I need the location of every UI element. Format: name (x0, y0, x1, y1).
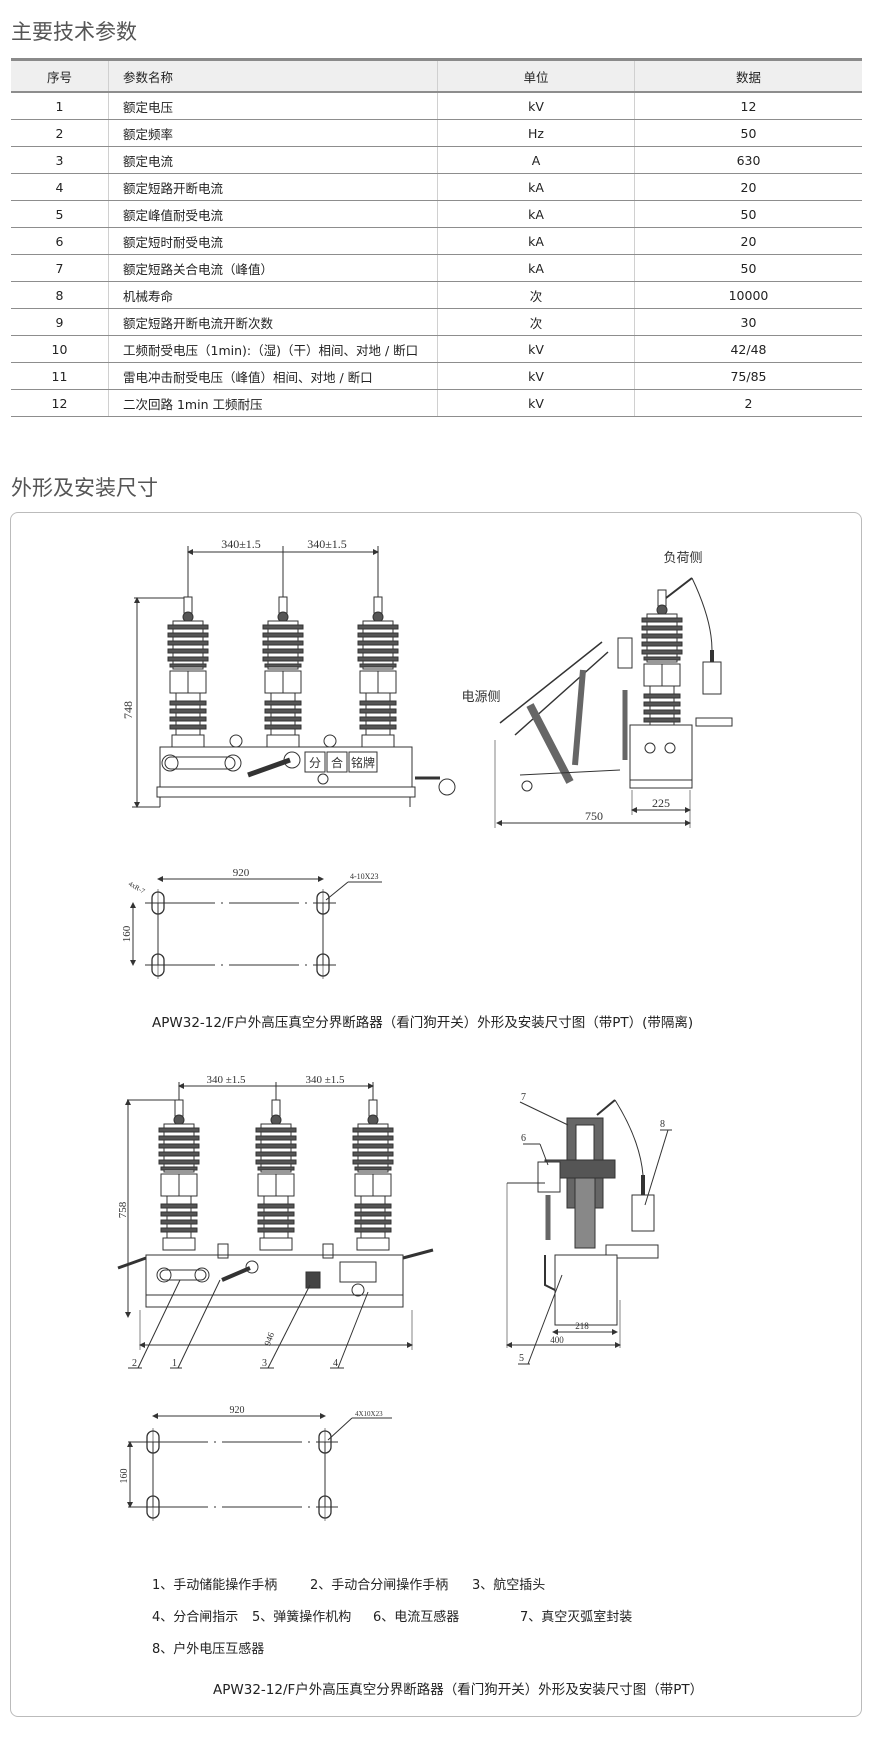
cell-index: 3 (11, 146, 109, 174)
cell-param: 额定电压 (108, 91, 438, 120)
cell-param: 额定短路关合电流（峰值） (108, 254, 438, 282)
legend-item-4: 4、分合闸指示 (152, 1610, 239, 1625)
section-title-specs: 主要技术参数 (11, 20, 137, 44)
cell-index: 6 (11, 227, 109, 255)
cell-unit: Hz (437, 119, 635, 147)
cell-param: 工频耐受电压（1min):（湿)（干）相间、对地 / 断口 (108, 335, 438, 363)
section-title-dimensions: 外形及安装尺寸 (11, 476, 158, 500)
cell-index: 9 (11, 308, 109, 336)
cell-value: 10000 (634, 281, 862, 309)
cell-value: 42/48 (634, 335, 862, 363)
header-value: 数据 (634, 59, 862, 92)
cell-unit: kV (437, 335, 635, 363)
cell-index: 4 (11, 173, 109, 201)
cell-index: 7 (11, 254, 109, 282)
cell-value: 20 (634, 173, 862, 201)
legend-item-2: 2、手动合分闸操作手柄 (310, 1578, 449, 1593)
cell-unit: 次 (437, 281, 635, 309)
cell-param: 额定峰值耐受电流 (108, 200, 438, 228)
cell-unit: kA (437, 173, 635, 201)
cell-param: 额定电流 (108, 146, 438, 174)
cell-value: 2 (634, 389, 862, 417)
cell-param: 机械寿命 (108, 281, 438, 309)
cell-index: 11 (11, 362, 109, 390)
cell-index: 5 (11, 200, 109, 228)
cell-param: 二次回路 1min 工频耐压 (108, 389, 438, 417)
cell-unit: kA (437, 254, 635, 282)
legend-item-1: 1、手动储能操作手柄 (152, 1578, 278, 1593)
header-param: 参数名称 (108, 59, 438, 92)
figure1-caption: APW32-12/F户外高压真空分界断路器（看门狗开关）外形及安装尺寸图（带PT… (152, 1015, 694, 1031)
header-unit: 单位 (437, 59, 635, 92)
cell-param: 额定频率 (108, 119, 438, 147)
cell-unit: kV (437, 389, 635, 417)
cell-param: 雷电冲击耐受电压（峰值）相间、对地 / 断口 (108, 362, 438, 390)
cell-index: 8 (11, 281, 109, 309)
legend-item-7: 7、真空灭弧室封装 (520, 1610, 633, 1625)
legend-item-3: 3、航空插头 (472, 1578, 546, 1593)
cell-value: 50 (634, 119, 862, 147)
cell-unit: kV (437, 362, 635, 390)
cell-index: 10 (11, 335, 109, 363)
cell-param: 额定短路开断电流 (108, 173, 438, 201)
cell-index: 12 (11, 389, 109, 417)
cell-value: 50 (634, 254, 862, 282)
cell-unit: A (437, 146, 635, 174)
legend-item-8: 8、户外电压互感器 (152, 1642, 265, 1657)
cell-index: 2 (11, 119, 109, 147)
dimension-drawings-panel (10, 512, 862, 1717)
table-header-row: 序号 参数名称 单位 数据 (11, 59, 862, 92)
cell-unit: kA (437, 200, 635, 228)
cell-index: 1 (11, 91, 109, 120)
cell-unit: 次 (437, 308, 635, 336)
cell-unit: kA (437, 227, 635, 255)
cell-value: 12 (634, 91, 862, 120)
header-index: 序号 (46, 69, 72, 85)
cell-value: 30 (634, 308, 862, 336)
cell-param: 额定短时耐受电流 (108, 227, 438, 255)
cell-unit: kV (437, 91, 635, 120)
cell-value: 20 (634, 227, 862, 255)
cell-param: 额定短路开断电流开断次数 (108, 308, 438, 336)
cell-value: 630 (634, 146, 862, 174)
legend-item-6: 6、电流互感器 (373, 1610, 460, 1625)
legend-item-5: 5、弹簧操作机构 (252, 1610, 352, 1625)
cell-value: 75/85 (634, 362, 862, 390)
figure2-caption: APW32-12/F户外高压真空分界断路器（看门狗开关）外形及安装尺寸图（带PT… (213, 1682, 704, 1698)
cell-value: 50 (634, 200, 862, 228)
